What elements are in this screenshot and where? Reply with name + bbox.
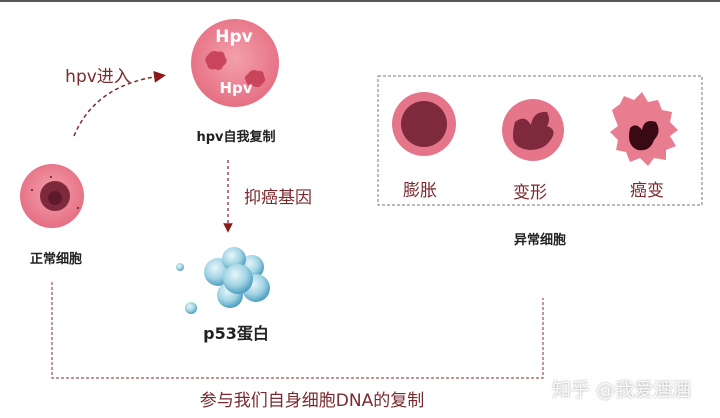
cancerous-label: 癌变 — [630, 181, 664, 201]
hpv-text-2: Hpv — [219, 79, 253, 97]
hpv-replicate-label: hpv自我复制 — [196, 130, 276, 145]
watermark: 知乎 @我爱酒酒 — [552, 379, 692, 401]
deformed-cell-icon — [502, 99, 564, 161]
top-edge — [0, 0, 720, 2]
swelling-label: 膨胀 — [403, 181, 437, 201]
p53-protein-icon — [176, 247, 270, 314]
normal-cell-icon — [20, 164, 84, 228]
hpv-enter-label: hpv进入 — [65, 67, 131, 87]
hpv-enter-arrow — [73, 70, 166, 137]
normal-cell-label: 正常细胞 — [29, 252, 83, 267]
p53-label: p53蛋白 — [203, 324, 269, 343]
abnormal-cells-box — [377, 75, 703, 206]
cancerous-cell-icon — [610, 92, 678, 166]
hpv-infected-cell-icon — [191, 19, 279, 107]
dna-replication-label: 参与我们自身细胞DNA的复制 — [199, 391, 425, 411]
tumor-suppressor-label: 抑癌基因 — [244, 188, 312, 208]
abnormal-cell-label: 异常细胞 — [513, 233, 567, 248]
hpv-text-1: Hpv — [215, 27, 253, 47]
dna-replication-bracket — [51, 282, 544, 379]
deformation-label: 变形 — [513, 183, 547, 203]
swollen-cell-icon — [392, 92, 456, 156]
